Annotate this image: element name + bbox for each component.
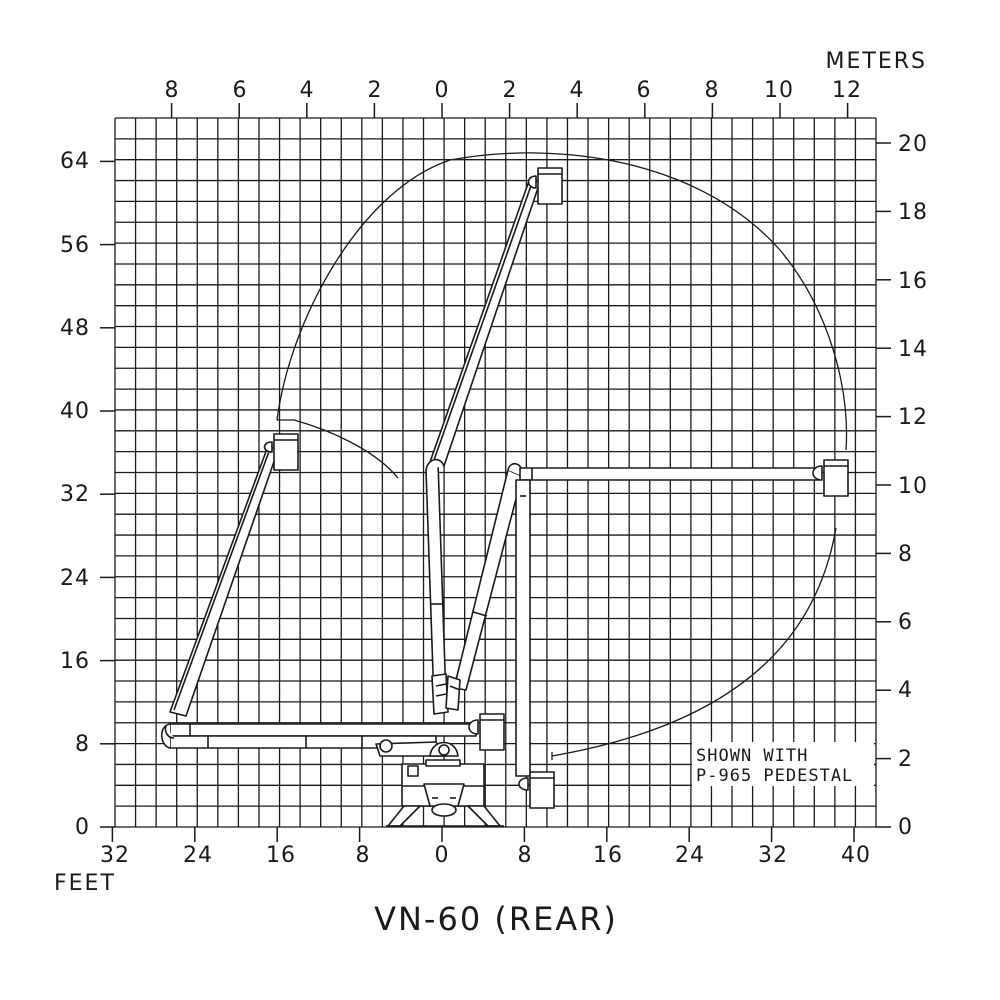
stowed-booms: [160, 723, 477, 749]
meters-y-tick-label: 6: [898, 610, 913, 635]
meters-y-tick-label: 20: [898, 132, 928, 157]
meters-x-axis: 8 6 4 2 0 2 4 6 8 10 12: [165, 78, 862, 103]
meters-x-tick-label: 12: [832, 78, 862, 103]
meters-y-tick-label: 18: [898, 200, 928, 225]
feet-y-tick-label: 0: [75, 815, 90, 840]
meters-x-tick-label: 8: [705, 78, 720, 103]
feet-y-tick-label: 8: [75, 732, 90, 757]
feet-y-tick-label: 48: [60, 316, 90, 341]
meters-unit-label: METERS: [826, 49, 927, 74]
meters-y-tick-label: 8: [898, 542, 913, 567]
meters-x-tick-label: 8: [165, 78, 180, 103]
feet-y-tick-label: 40: [60, 399, 90, 424]
feet-x-tick-label: 8: [356, 843, 371, 868]
inner-reach-arc-right: [551, 527, 837, 757]
meters-x-tick-label: 10: [764, 78, 794, 103]
feet-x-tick-label: 16: [266, 843, 296, 868]
meters-y-tick-label: 10: [898, 474, 928, 499]
meters-x-tick-label: 4: [570, 78, 585, 103]
feet-y-tick-label: 24: [60, 566, 90, 591]
feet-x-tick-label: 24: [183, 843, 213, 868]
upper-boom-left-edge: [173, 445, 272, 711]
axis-tick-marks: [100, 103, 891, 842]
platform-low: [518, 771, 555, 809]
feet-x-tick-label: 40: [841, 843, 871, 868]
feet-x-tick-label: 16: [593, 843, 623, 868]
inner-reach-arc-left: [277, 419, 399, 479]
meters-x-tick-label: 2: [368, 78, 383, 103]
grid: [114, 117, 877, 828]
outer-reach-arc: [276, 152, 848, 451]
meters-y-tick-label: 4: [898, 678, 913, 703]
pedestal: [375, 739, 504, 827]
feet-y-tick-label: 56: [60, 233, 90, 258]
meters-x-tick-label: 0: [435, 78, 450, 103]
platform-stowed: [468, 713, 505, 751]
pedestal-note: SHOWN WITH P-965 PEDESTAL: [692, 742, 874, 786]
feet-y-tick-label: 32: [60, 482, 90, 507]
feet-x-tick-label: 32: [758, 843, 788, 868]
feet-x-tick-label: 8: [518, 843, 533, 868]
note-line-1: SHOWN WITH: [696, 746, 808, 766]
upper-boom-horizontal-right: [519, 467, 821, 481]
meters-y-tick-label: 12: [898, 405, 928, 430]
lower-boom-vertical: [425, 461, 447, 703]
reach-envelope: [276, 152, 848, 760]
meters-y-tick-label: 16: [898, 269, 928, 294]
meters-x-tick-label: 6: [637, 78, 652, 103]
platform-left: [263, 433, 299, 471]
meters-y-tick-label: 0: [898, 815, 913, 840]
feet-y-axis: 0 8 16 24 32 40 48 56 64: [60, 149, 90, 840]
meters-x-tick-label: 2: [503, 78, 518, 103]
boom-positions: [160, 167, 849, 827]
feet-x-tick-label: 24: [675, 843, 705, 868]
meters-y-tick-label: 2: [898, 747, 913, 772]
platform-top: [527, 167, 563, 205]
feet-x-tick-label: 0: [435, 843, 450, 868]
diagram-title: VN-60 (REAR): [374, 900, 618, 938]
meters-y-axis: 0 2 4 6 8 10 12 14 16 18 20: [898, 132, 928, 840]
upper-boom-down: [515, 479, 531, 777]
feet-y-tick-label: 16: [60, 649, 90, 674]
meters-x-tick-label: 6: [233, 78, 248, 103]
platform-right: [812, 459, 849, 497]
feet-unit-label: FEET: [54, 871, 116, 896]
feet-x-axis: 32 24 16 8 0 8 16 24 32 40: [100, 843, 871, 868]
feet-y-tick-label: 64: [60, 149, 90, 174]
upper-boom-vertical-edge: [433, 179, 534, 461]
feet-x-tick-label: 32: [100, 843, 130, 868]
note-line-2: P-965 PEDESTAL: [696, 766, 853, 786]
meters-x-tick-label: 4: [300, 78, 315, 103]
meters-y-tick-label: 14: [898, 337, 928, 362]
